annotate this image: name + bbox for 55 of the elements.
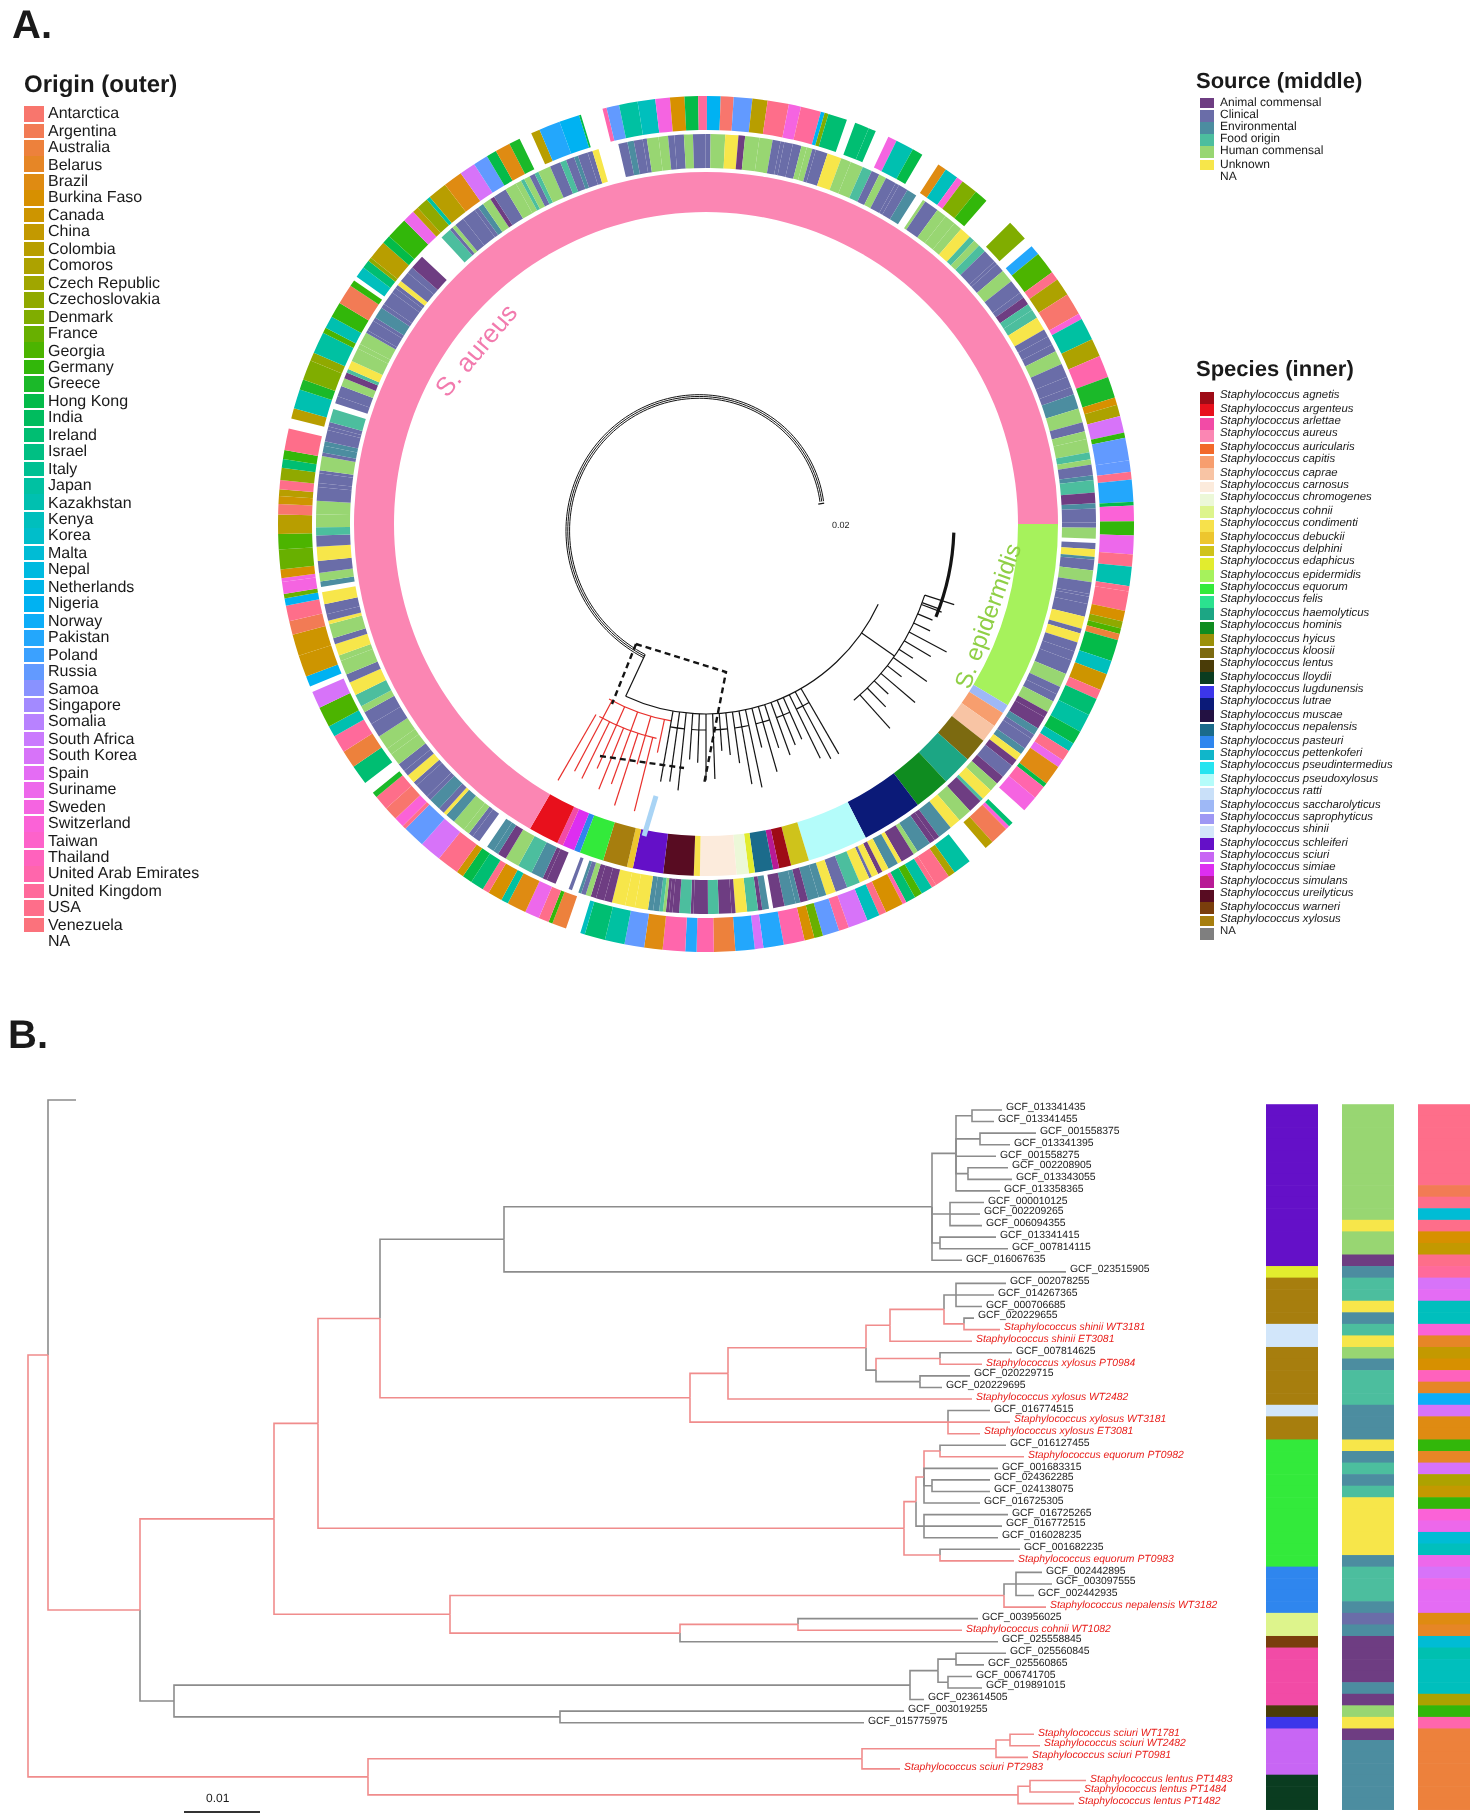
legend-label: USA <box>48 900 81 917</box>
legend-label: Nigeria <box>48 596 99 613</box>
legend-label: Italy <box>48 461 78 478</box>
panel-label: B. <box>8 1016 48 1056</box>
legend-label: Colombia <box>48 241 116 258</box>
legend-label: Japan <box>48 478 92 495</box>
legend-label: NA <box>48 934 71 951</box>
legend-label: Somalia <box>48 714 106 731</box>
legend-label: Argentina <box>48 123 117 140</box>
legend-label: Comoros <box>48 258 113 275</box>
legend-label: Malta <box>48 545 88 562</box>
legend-title: Source (middle) <box>1196 72 1363 94</box>
legend-label: Denmark <box>48 309 113 326</box>
legend-label: Australia <box>48 140 111 157</box>
legend-label: Georgia <box>48 343 105 360</box>
legend-title: Origin (outer) <box>24 72 178 96</box>
legend-title: Species (inner) <box>1196 360 1354 382</box>
legend-label: Burkina Faso <box>48 190 143 207</box>
legend-label: Samoa <box>48 681 99 698</box>
legend-label: Kazakhstan <box>48 495 132 512</box>
legend-label: South Africa <box>48 731 135 748</box>
legend-label: Czech Republic <box>48 275 161 292</box>
legend-label: United Kingdom <box>48 883 162 900</box>
legend-label: Belarus <box>48 157 103 174</box>
legend-label: China <box>48 224 90 241</box>
legend-label: Brazil <box>48 174 89 191</box>
legend-label: Canada <box>48 207 105 224</box>
legend-label: Antarctica <box>48 106 120 123</box>
legend-label: Czechoslovakia <box>48 292 161 309</box>
legend-label: United Arab Emirates <box>48 866 200 883</box>
legend-label: Venezuela <box>48 917 123 934</box>
legend-label: Israel <box>48 444 88 461</box>
legend-label: Pakistan <box>48 630 110 647</box>
legend-label: Singapore <box>48 697 121 714</box>
legend-label: Thailand <box>48 850 110 867</box>
legend-label: Hong Kong <box>48 393 129 410</box>
legend-label: Netherlands <box>48 579 135 596</box>
legend-label: Korea <box>48 528 91 545</box>
legend-label: Taiwan <box>48 833 98 850</box>
legend-label: Norway <box>48 613 103 630</box>
legend-label: Germany <box>48 359 114 376</box>
panel-label: A. <box>12 6 52 46</box>
legend-label: India <box>48 410 83 427</box>
legend-label: Switzerland <box>48 816 131 833</box>
legend-label: Suriname <box>48 782 117 799</box>
legend-label: Kenya <box>48 512 94 529</box>
legend-label: Spain <box>48 765 89 782</box>
legend-label: Russia <box>48 664 97 681</box>
legend-label: Sweden <box>48 799 106 816</box>
legend-label: Nepal <box>48 562 90 579</box>
legend-label: France <box>48 326 98 343</box>
legend-label: Greece <box>48 376 101 393</box>
legend-label: Poland <box>48 647 98 664</box>
legend-label: Ireland <box>48 427 97 444</box>
legend-label: South Korea <box>48 748 137 765</box>
